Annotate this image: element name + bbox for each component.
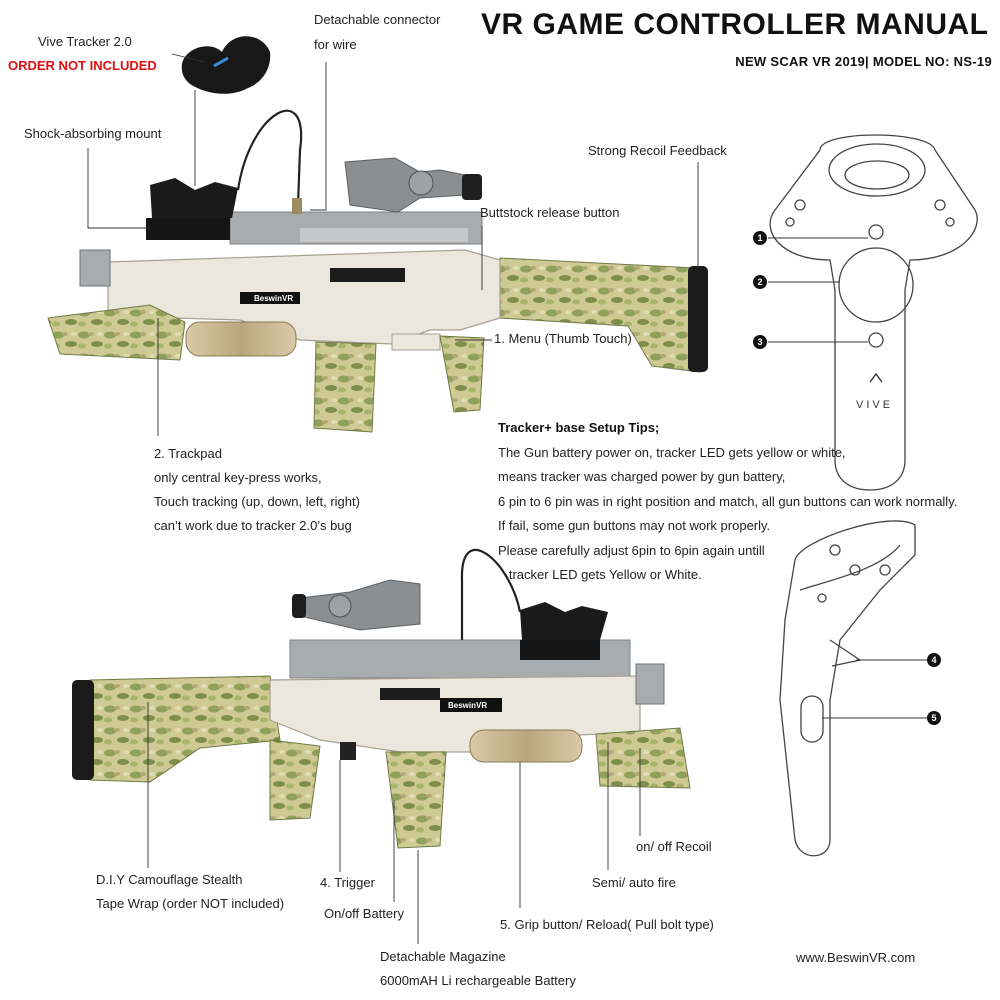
vive-controller-front <box>769 134 978 491</box>
marker-5: 5 <box>931 713 936 723</box>
bottom-buttpad <box>72 680 94 780</box>
tips-line-5: Please carefully adjust 6pin to 6pin aga… <box>498 542 765 558</box>
bottom-gun-illustration: BeswinVR <box>72 548 691 849</box>
trigger-label: 4. Trigger <box>320 875 375 890</box>
top-gun-illustration: BeswinVR <box>47 109 708 433</box>
tracker-label: Vive Tracker 2.0 <box>38 34 132 49</box>
bottom-gun-brand: BeswinVR <box>448 701 487 710</box>
tips-line-3: 6 pin to 6 pin was in right position and… <box>498 493 958 509</box>
vive-logo-icon <box>869 372 883 383</box>
marker-3: 3 <box>757 337 762 347</box>
semi-auto-label: Semi/ auto fire <box>592 875 676 890</box>
recoil-feedback-label: Strong Recoil Feedback <box>588 143 727 158</box>
trackpad-line-1: 2. Trackpad <box>154 446 222 461</box>
trackpad-line-4: can’t work due to tracker 2.0’s bug <box>154 518 352 533</box>
page-title: VR GAME CONTROLLER MANUAL <box>481 8 989 41</box>
trackpad-line-3: Touch tracking (up, down, left, right) <box>154 494 360 509</box>
magazine-label-line2: 6000mAH Li rechargeable Battery <box>380 973 576 988</box>
marker-2: 2 <box>757 277 762 287</box>
camo-label-line2: Tape Wrap (order NOT included) <box>96 896 285 911</box>
tips-line-6: tracker LED gets Yellow or White. <box>498 567 702 582</box>
vive-tracker-image <box>181 36 271 94</box>
marker-1: 1 <box>757 233 762 243</box>
top-gun-brand: BeswinVR <box>254 294 293 303</box>
battery-switch-label: On/off Battery <box>324 906 404 921</box>
model-subtitle: NEW SCAR VR 2019| MODEL NO: NS-19 <box>735 54 992 69</box>
vive-controller-side <box>779 520 916 857</box>
mount-label: Shock-absorbing mount <box>24 126 162 141</box>
tips-heading: Tracker+ base Setup Tips; <box>498 420 660 435</box>
buttstock-release-label: Buttstock release button <box>480 205 620 220</box>
controller-markers <box>753 231 941 725</box>
tips-line-4: If fail, some gun buttons may not work p… <box>498 518 771 533</box>
menu-label: 1. Menu (Thumb Touch) <box>494 331 632 346</box>
connector-label-line1: Detachable connector <box>314 12 441 27</box>
tips-line-1: The Gun battery power on, tracker LED ge… <box>498 444 846 460</box>
camo-label-line1: D.I.Y Camouflage Stealth <box>96 872 243 887</box>
vive-logo-text: VIVE <box>856 399 893 411</box>
setup-tips: Tracker+ base Setup Tips; The Gun batter… <box>498 416 957 588</box>
top-scope <box>344 157 482 213</box>
magazine-label-line1: Detachable Magazine <box>380 949 506 964</box>
trackpad-callout: 2. Trackpad only central key-press works… <box>154 442 360 538</box>
website-link[interactable]: www.BeswinVR.com <box>796 950 916 965</box>
top-buttpad <box>688 266 708 372</box>
recoil-switch-label: on/ off Recoil <box>636 839 712 854</box>
connector-label-line2: for wire <box>314 37 357 52</box>
leader-lines <box>87 53 928 944</box>
tips-line-2: means tracker was charged power by gun b… <box>498 469 786 484</box>
tracker-warning: ORDER NOT INCLUDED <box>8 58 157 73</box>
trackpad-line-2: only central key-press works, <box>154 470 322 485</box>
grip-label: 5. Grip button/ Reload( Pull bolt type) <box>500 917 714 932</box>
marker-4: 4 <box>931 655 936 665</box>
